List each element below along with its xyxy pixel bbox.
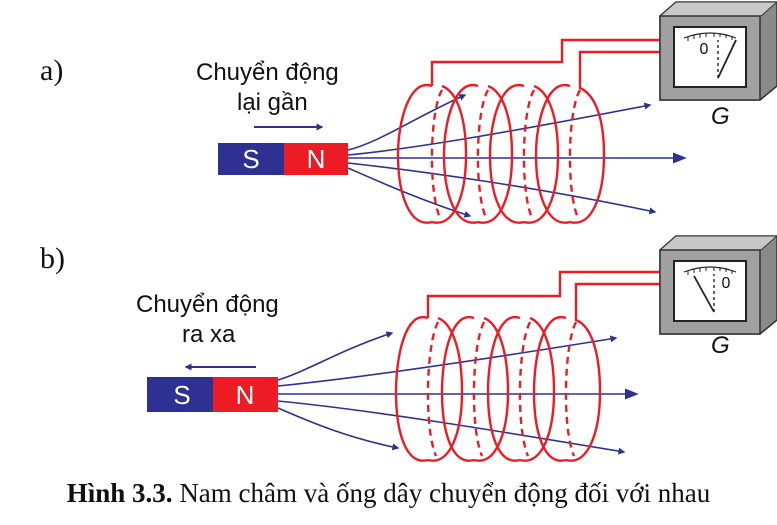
coil-front-loop <box>431 84 468 224</box>
coil-back-segment <box>476 89 490 219</box>
coil-lead-wire <box>578 50 665 70</box>
coil-front-loop <box>477 84 514 224</box>
coil-front-loop <box>569 70 606 224</box>
panel-b-meter-zero: 0 <box>722 275 731 292</box>
panel-a: a) Chuyển động lại gần S N <box>40 1 777 224</box>
panel-a-label: a) <box>40 54 63 87</box>
coil-front-loop <box>396 83 433 224</box>
panel-a-meter-zero: 0 <box>700 41 709 58</box>
panel-b-galvanometer: 0 <box>658 235 777 335</box>
coil-lead-wire <box>426 270 665 318</box>
panel-a-meter-label: G <box>711 103 730 130</box>
panel-a-meter-dial <box>673 26 747 88</box>
panel-b-meter-needle <box>693 275 715 313</box>
field-line <box>277 407 400 451</box>
panel-b-north-pole <box>213 377 278 412</box>
coil-lead-wire <box>430 38 665 86</box>
coil-front-loop <box>486 315 521 462</box>
coil-front-loop <box>488 83 525 224</box>
panel-a-coil <box>396 38 665 224</box>
field-line <box>347 162 657 215</box>
coil-front-loop <box>519 316 556 462</box>
panel-a-coil-back <box>430 89 582 219</box>
panel-b: b) Chuyển động ra xa S N <box>40 235 777 462</box>
field-line <box>347 102 652 156</box>
coil-front-loop <box>473 316 510 462</box>
meter-ticks <box>687 33 733 41</box>
panel-a-north-label: N <box>307 144 326 174</box>
coil-front-loop <box>534 83 571 224</box>
panel-a-north-pole <box>284 143 348 175</box>
field-line <box>347 94 467 151</box>
coil-lead-wire <box>574 282 665 302</box>
coil-back-segment <box>568 89 582 219</box>
coil-front-loop <box>523 84 560 224</box>
coil-back-segment <box>426 321 440 457</box>
coil-front-loop <box>394 315 429 462</box>
panel-b-south-pole <box>147 377 213 412</box>
panel-a-meter-needle <box>717 39 737 79</box>
panel-b-north-label: N <box>236 380 255 410</box>
panel-b-label: b) <box>40 242 65 275</box>
panel-a-galvanometer: 0 <box>658 1 777 101</box>
meter-ticks <box>687 267 733 275</box>
coil-back-segment <box>430 89 444 219</box>
field-line <box>277 331 394 381</box>
panel-b-meter-dial <box>673 260 747 322</box>
coil-back-segment <box>518 321 532 457</box>
field-line <box>277 335 618 387</box>
panel-a-motion-line2: lại gần <box>237 89 308 116</box>
panel-b-south-label: S <box>173 380 190 410</box>
coil-back-segment <box>472 321 486 457</box>
coil-front-loop <box>442 83 479 224</box>
figure-caption-text: Nam châm và ống dây chuyển động đối với … <box>179 478 711 508</box>
figure-caption: Hình 3.3. Nam châm và ống dây chuyển độn… <box>0 478 777 509</box>
coil-back-segment <box>564 321 578 457</box>
panel-a-south-pole <box>218 143 284 175</box>
coil-front-loop <box>440 315 475 462</box>
figure-number: Hình 3.3. <box>66 478 173 508</box>
panel-b-motion-line2: ra xa <box>182 321 236 348</box>
panel-b-coil-back <box>426 321 578 457</box>
panel-b-motion-line1: Chuyển động <box>136 291 279 318</box>
panel-b-meter-label: G <box>711 332 730 359</box>
panel-a-motion-line1: Chuyển động <box>196 59 339 86</box>
coil-front-loop <box>532 315 567 462</box>
coil-front-loop <box>427 316 464 462</box>
coil-back-segment <box>522 89 536 219</box>
panel-a-south-label: S <box>242 144 259 174</box>
coil-front-loop <box>565 302 602 462</box>
panel-b-coil <box>394 270 665 462</box>
